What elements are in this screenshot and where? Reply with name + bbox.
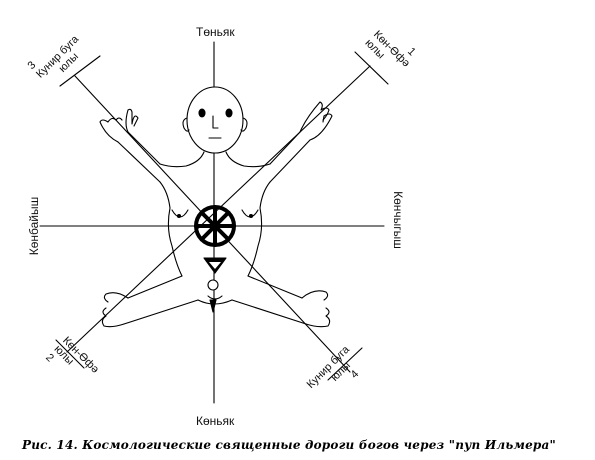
path-number-se: 4 (348, 368, 362, 381)
tick-nw (59, 55, 101, 87)
triangle-symbol (203, 257, 227, 274)
tick-sw (55, 339, 85, 369)
figure-caption: Рис. 14. Космологические священные дорог… (22, 438, 556, 452)
west-label: Көнбайыш (27, 196, 41, 256)
wheel-symbol (194, 205, 236, 247)
path-number-sw: 2 (43, 351, 56, 365)
east-label: Көнчыгыш (391, 191, 405, 249)
tick-se (327, 347, 363, 381)
south-label: Көньяк (196, 414, 235, 428)
north-label: Төньяк (196, 25, 235, 39)
tick-ne (354, 51, 389, 85)
genital-symbol (207, 279, 223, 313)
human-figure (99, 86, 333, 328)
